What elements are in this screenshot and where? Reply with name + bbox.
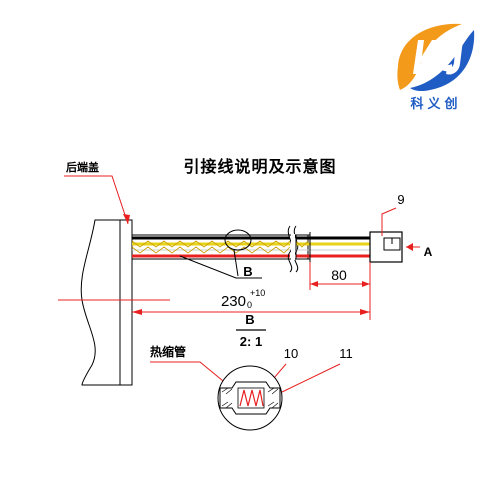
dim-230-arrow-right [360,309,370,315]
detail-b-scale: 2: 1 [240,334,262,349]
dim-80-value: 80 [331,267,347,283]
detail-spring-coil [239,389,264,407]
braid-pattern [131,240,291,254]
connector-terminal [369,231,403,263]
detail-hatch-bottom [221,401,279,409]
logo-letter-j [446,40,463,75]
section-b-label: B [243,264,252,279]
wire-bundle [131,225,370,273]
callout-inner-number: 10 [284,346,298,361]
dim-230-arrow-left [132,309,142,315]
drawing-title: 引接线说明及示意图 [183,157,336,176]
logo-letter-k [413,40,439,74]
callout-outer-leader [281,363,341,393]
cover-plate [119,219,133,386]
rear-end-cover [80,219,133,386]
company-logo: 科义创 [397,23,475,112]
braid-pattern-2 [295,240,309,248]
detail-b-view [217,365,283,431]
break-gap [291,234,295,260]
rear-cover-leader [64,175,129,225]
section-b-leader [179,255,262,279]
callout-outer-number: 11 [339,346,353,361]
view-a-label: A [424,245,433,259]
view-a-arrowhead [406,243,413,251]
rear-cover-leader-arrow [123,214,130,224]
logo-letter-c [436,41,452,72]
detail-hatch-top [221,387,279,395]
dim-230-tolerance-upper: +10 [250,288,265,298]
dim-230-tolerance-lower: 0 [247,300,252,310]
section-bubble [224,229,252,251]
callout-terminal-number: 9 [397,192,404,207]
logo-blue-swoosh [410,30,475,92]
logo-company-name: 科义创 [410,96,461,112]
dim-80-arrow-left [310,281,318,287]
break-mark-left [287,225,293,273]
detail-b-label: B [245,312,254,327]
heat-shrink-label: 热缩管 [150,344,186,359]
cover-outline [80,219,121,386]
callout-terminal-leader [381,207,397,236]
dim-230-value: 230 [221,293,246,310]
rear-cover-label: 后端盖 [66,160,99,174]
section-b-leader-2 [233,249,239,277]
dim-80-arrow-right [362,281,370,287]
